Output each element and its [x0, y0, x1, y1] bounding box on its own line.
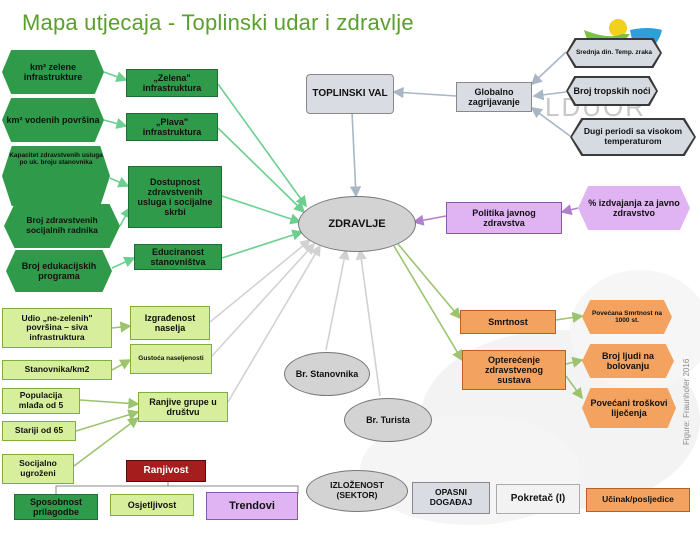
node-dugi-periodi-label: Dugi periodi sa visokom temperaturom — [572, 120, 694, 154]
node-broj-ljudi-bolovanje: Broj ljudi na bolovanju — [582, 344, 674, 378]
node-plava-infra: „Plava" infrastruktura — [126, 113, 218, 141]
node-br-turista: Br. Turista — [344, 398, 432, 442]
node-politika: Politika javnog zdravstva — [446, 202, 562, 234]
edge-opterecenje-bolovanje — [565, 356, 584, 368]
legend-izlozenost: IZLOŽENOST (SEKTOR) — [306, 470, 408, 512]
node-socijalno: Socijalno ugroženi — [2, 454, 74, 484]
node-km2-zelene: km² zelene infrastrukture — [2, 50, 104, 94]
node-izgradenost: Izgrađenost naselja — [130, 306, 210, 340]
node-zdravlje: ZDRAVLJE — [298, 196, 416, 252]
node-zelena-infra: „Zelena" infrastruktura — [126, 69, 218, 97]
node-postotak: % izdvajanja za javno zdravstvo — [578, 186, 690, 230]
edge-socijalno-ranjive — [73, 417, 140, 467]
edge-toplinski-zdravlje — [349, 111, 362, 198]
node-stanovnika-km2: Stanovnika/km2 — [2, 360, 112, 380]
edge-postotak-politika — [560, 204, 579, 216]
edge-politika-zdravlje — [412, 214, 447, 226]
node-dostupnost: Dostupnost zdravstvenih usluga i socijal… — [128, 166, 222, 228]
legend-ranjivost: Ranjivost — [126, 460, 206, 482]
edge-km2zelene-zelena — [103, 71, 128, 82]
edge-udio-izgradenost — [111, 321, 132, 333]
node-toplinski-val: TOPLINSKI VAL — [306, 74, 394, 114]
legend-opasni-dogadaj: OPASNI DOGAĐAJ — [412, 482, 490, 514]
edge-izgradenost-zdravlje — [209, 238, 312, 323]
edge-plava-zdravlje — [217, 127, 306, 214]
node-broj-zdravstvenih: Broj zdravstvenih socijalnih radnika — [4, 204, 120, 248]
node-povecana-smrtnost: Povećana Smrtnost na 1000 st. — [582, 300, 672, 334]
edge-stanovnika-gustoca — [111, 359, 132, 371]
node-srednja-din: Srednja din. Temp. zraka — [566, 38, 662, 68]
edge-stariji-ranjive — [75, 409, 140, 432]
legend-bracket — [55, 485, 299, 494]
edge-zelena-zdravlje — [217, 83, 307, 208]
node-br-stanovnika: Br. Stanovnika — [284, 352, 370, 396]
node-educiranost: Educiranost stanovništva — [134, 244, 222, 270]
edge-globalno-toplinski — [392, 87, 457, 99]
edge-tropskih-globalno — [532, 89, 567, 101]
legend-ucinak: Učinak/posljedice — [586, 488, 690, 512]
edge-brstanovnika-zdravlje — [325, 248, 350, 351]
edge-edukacija-educiranost — [111, 256, 136, 269]
page-title: Mapa utjecaja - Toplinski udar i zdravlj… — [22, 10, 414, 35]
legend-osjetljivost: Osjetljivost — [110, 494, 194, 516]
node-srednja-din-label: Srednja din. Temp. zraka — [568, 40, 660, 66]
node-gustoca: Gustoća naseljenosti — [130, 344, 212, 374]
node-povecani-troskovi: Povećani troškovi liječenja — [582, 388, 676, 428]
node-broj-tropskih-label: Broj tropskih noći — [568, 78, 656, 104]
edge-zdravlje-smrtnost — [397, 243, 462, 320]
edge-km2vodenih-plava — [103, 118, 128, 129]
node-broj-edukacijskih: Broj edukacijskih programa — [6, 250, 112, 292]
node-broj-tropskih: Broj tropskih noći — [566, 76, 658, 106]
legend-sposobnost: Sposobnost prilagodbe — [14, 494, 98, 520]
edge-srednja-globalno — [530, 51, 567, 86]
node-globalno: Globalno zagrijavanje — [456, 82, 532, 112]
legend-trendovi: Trendovi — [206, 492, 298, 520]
legend-pokretac: Pokretač (I) — [496, 484, 580, 514]
edge-smrtnost-povecana — [555, 311, 584, 323]
node-opterecenje: Opterećenje zdravstvenog sustava — [462, 350, 566, 390]
edge-educiranost-zdravlje — [221, 229, 304, 259]
edge-dostupnost-zdravlje — [221, 195, 302, 225]
node-dugi-periodi: Dugi periodi sa visokom temperaturom — [570, 118, 696, 156]
edge-brturista-zdravlje — [355, 248, 381, 397]
edge-dugi-globalno — [530, 107, 571, 137]
edge-zdravlje-opterecenje — [393, 245, 463, 362]
node-ranjive-grupe: Ranjive grupe u društvu — [138, 392, 228, 422]
source-note: Figure: Fraunhofer 2016 — [682, 358, 691, 445]
node-populacija: Populacija mlađa od 5 — [2, 388, 80, 414]
node-kapacitet: Kapacitet zdravstvenih usluga po uk. bro… — [2, 146, 110, 206]
node-stariji: Stariji od 65 — [2, 421, 76, 441]
edge-kapacitet-dostupnost — [109, 176, 130, 188]
node-udio-nezelenih: Udio „ne-zelenih" površina – siva infras… — [2, 308, 112, 348]
edge-ranjive-zdravlje — [227, 244, 321, 403]
node-km2-vodenih: km² vodenih površina — [2, 98, 104, 142]
edge-opterecenje-troskovi — [565, 375, 583, 400]
node-smrtnost: Smrtnost — [460, 310, 556, 334]
edge-populacija-ranjive — [79, 397, 140, 409]
edge-gustoca-zdravlje — [211, 242, 316, 357]
